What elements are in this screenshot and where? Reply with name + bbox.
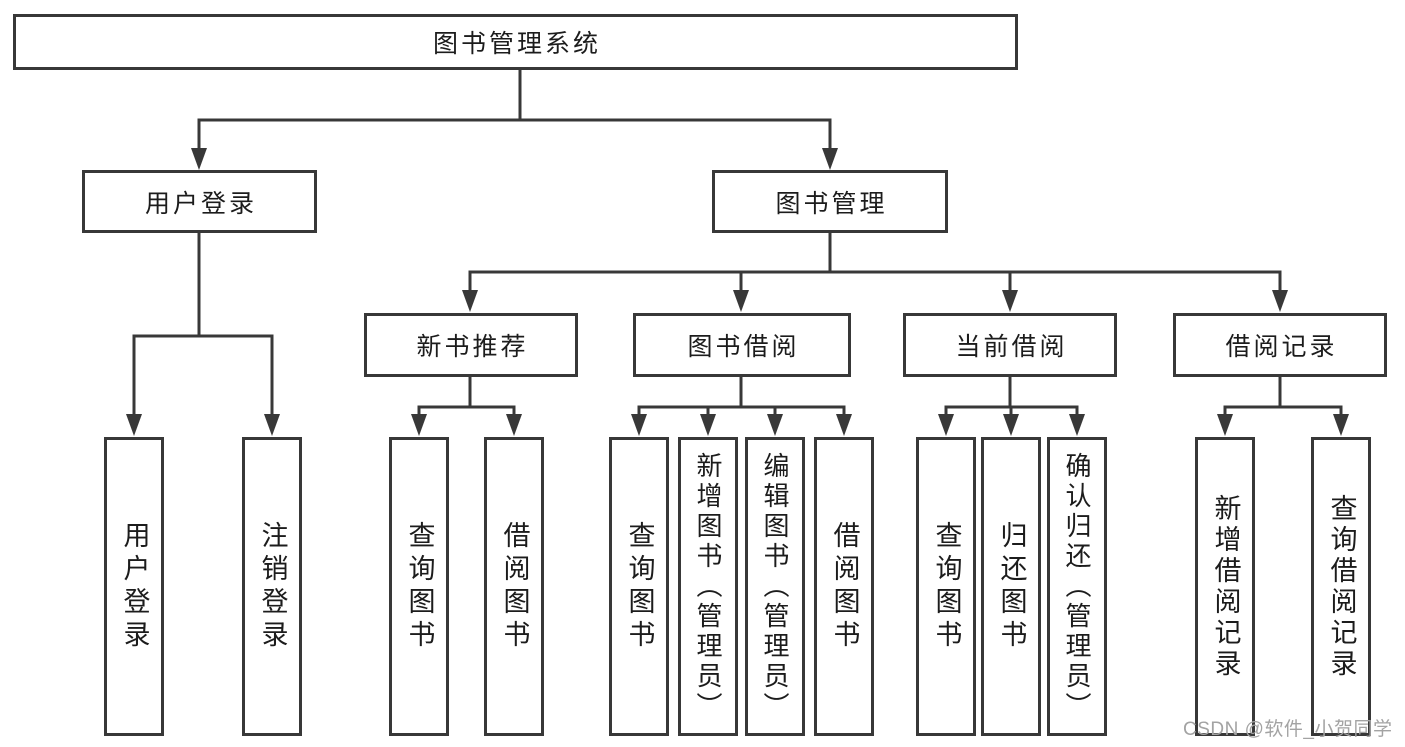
leaf-current-confirm-return-admin-label: 确认归还（管理员）: [1062, 451, 1092, 722]
leaf-borrow-query-books-label: 查询图书: [624, 520, 655, 653]
leaf-current-return-books: 归还图书: [981, 437, 1041, 736]
node-book-borrow: 图书借阅: [633, 313, 851, 377]
leaf-logout: 注销登录: [242, 437, 302, 736]
watermark: CSDN @软件_小贺同学: [1183, 719, 1393, 740]
node-current-borrow-label: 当前借阅: [955, 333, 1068, 361]
node-root-label: 图书管理系统: [432, 30, 601, 58]
leaf-recommend-query-books-label: 查询图书: [404, 520, 435, 653]
leaf-borrow-borrow-books-label: 借阅图书: [829, 520, 860, 653]
leaf-records-query-record: 查询借阅记录: [1311, 437, 1371, 736]
leaf-borrow-borrow-books: 借阅图书: [814, 437, 874, 736]
node-user-login: 用户登录: [82, 170, 317, 233]
leaf-borrow-query-books: 查询图书: [609, 437, 669, 736]
node-borrow-records-label: 借阅记录: [1225, 333, 1338, 361]
node-book-management-label: 图书管理: [775, 189, 888, 218]
leaf-borrow-edit-books-admin-label: 编辑图书（管理员）: [760, 451, 790, 722]
node-borrow-records: 借阅记录: [1173, 313, 1387, 377]
leaf-logout-label: 注销登录: [257, 520, 288, 653]
node-new-book-recommend-label: 新书推荐: [416, 333, 529, 361]
leaf-records-query-record-label: 查询借阅记录: [1326, 493, 1357, 680]
node-new-book-recommend: 新书推荐: [364, 313, 578, 377]
leaf-recommend-borrow-books: 借阅图书: [484, 437, 544, 736]
leaf-borrow-add-books-admin-label: 新增图书（管理员）: [693, 451, 723, 722]
node-current-borrow: 当前借阅: [903, 313, 1117, 377]
leaf-recommend-query-books: 查询图书: [389, 437, 449, 736]
leaf-current-confirm-return-admin: 确认归还（管理员）: [1047, 437, 1107, 736]
leaf-recommend-borrow-books-label: 借阅图书: [499, 520, 530, 653]
node-book-borrow-label: 图书借阅: [687, 333, 800, 361]
leaf-current-query-books: 查询图书: [916, 437, 976, 736]
leaf-records-add-record: 新增借阅记录: [1195, 437, 1255, 736]
leaf-current-return-books-label: 归还图书: [996, 520, 1027, 653]
leaf-borrow-add-books-admin: 新增图书（管理员）: [678, 437, 738, 736]
node-book-management: 图书管理: [712, 170, 948, 233]
leaf-current-query-books-label: 查询图书: [931, 520, 962, 653]
leaf-records-add-record-label: 新增借阅记录: [1210, 493, 1241, 680]
leaf-user-login-label: 用户登录: [119, 520, 150, 653]
leaf-borrow-edit-books-admin: 编辑图书（管理员）: [745, 437, 805, 736]
node-root: 图书管理系统: [13, 14, 1018, 70]
node-user-login-label: 用户登录: [144, 189, 257, 218]
leaf-user-login: 用户登录: [104, 437, 164, 736]
